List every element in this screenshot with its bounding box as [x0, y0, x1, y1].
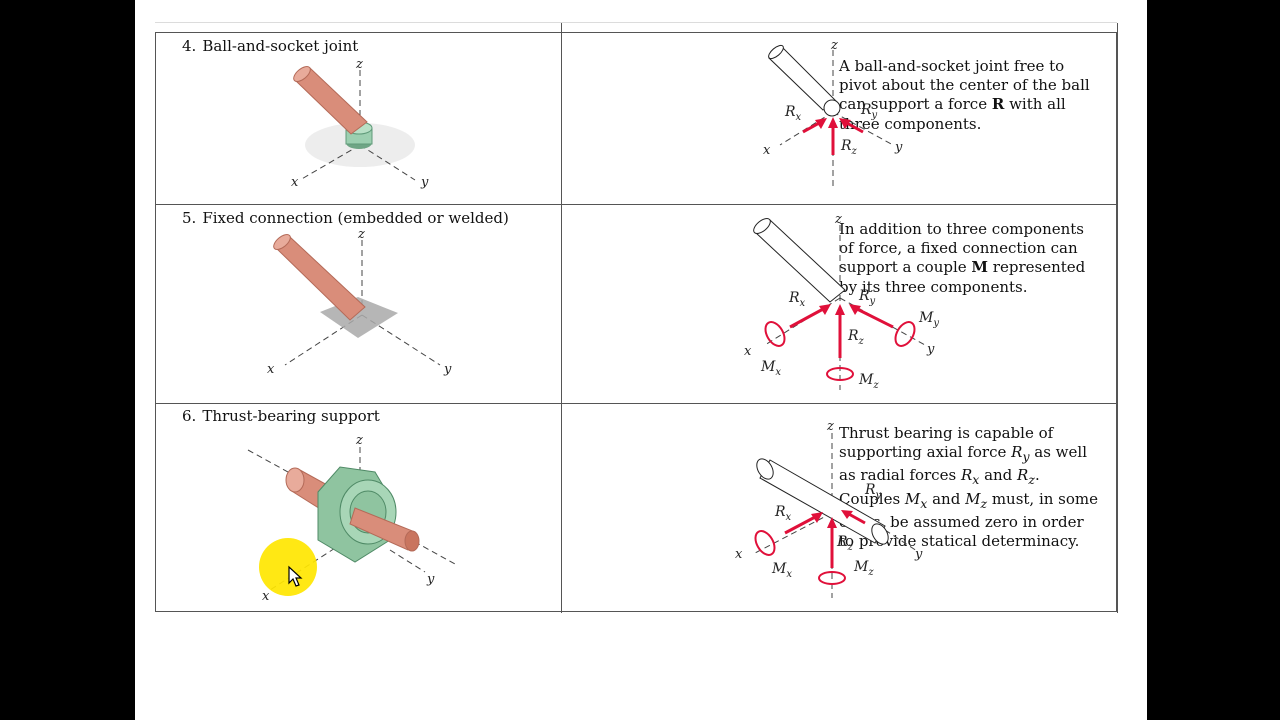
mz-moment — [826, 367, 854, 381]
rz-label: Rz — [840, 138, 858, 157]
ry-label: Ry — [864, 482, 882, 501]
thrust-bearing-illustration: z x y — [247, 433, 456, 604]
rod — [274, 236, 366, 321]
rod-outline — [754, 219, 846, 303]
row-5-title: 5.Fixed connection (embedded or welded) — [182, 209, 509, 227]
rx-label: Rx — [774, 504, 792, 523]
y-axis-label: y — [426, 572, 435, 587]
shaft-front — [349, 507, 416, 551]
rx-label: Rx — [788, 290, 806, 309]
mz-moment — [818, 571, 846, 585]
z-axis-label: z — [826, 419, 834, 434]
column-divider-1 — [561, 23, 562, 613]
x-axis-line — [299, 144, 361, 181]
ry-arrowhead — [841, 510, 853, 519]
rx-arrowhead — [815, 118, 827, 129]
shaft-front-end — [871, 523, 889, 545]
rz-arrowhead — [827, 517, 837, 528]
mx-moment — [754, 530, 776, 556]
fixed-connection-illustration: z x y — [267, 227, 452, 377]
rx-label: Rx — [784, 104, 802, 123]
ball-socket-free-body-diagram: z x y Rx Ry Rz — [763, 38, 903, 190]
y-axis-label: y — [894, 140, 903, 155]
z-axis-label: z — [834, 212, 842, 227]
row-6-description: Thrust bearing is capable of supporting … — [839, 424, 1099, 551]
y-axis-label: y — [443, 362, 452, 377]
ry-label: Ry — [860, 102, 878, 121]
fixed-connection-free-body-diagram: z x y Rx Ry Rz Mx My Mz — [744, 212, 939, 391]
force-arrows — [789, 304, 894, 358]
rx-arrow — [789, 306, 826, 329]
row-6-title: 6.Thrust-bearing support — [182, 407, 380, 425]
x-axis-label: x — [267, 362, 275, 377]
y-axis-label: y — [420, 175, 429, 190]
column-divider-2 — [1117, 23, 1118, 613]
y-axis-label: y — [914, 547, 923, 562]
y-axis-label: y — [926, 342, 935, 357]
document-page: 4.Ball-and-socket joint A ball-and-socke… — [135, 0, 1147, 720]
rod-outline — [768, 47, 838, 111]
mz-label: Mz — [858, 372, 879, 391]
z-axis-label: z — [830, 38, 838, 53]
ry-arrowhead — [849, 304, 861, 315]
cursor-highlight — [259, 538, 317, 596]
mouse-pointer-icon — [288, 565, 303, 587]
rz-label: Rz — [836, 534, 854, 553]
x-axis-label: x — [262, 589, 270, 604]
force-arrows — [784, 510, 866, 568]
y-axis-line — [389, 549, 426, 573]
moment-arrows — [764, 321, 916, 381]
supports-table: 4.Ball-and-socket joint A ball-and-socke… — [155, 23, 1118, 613]
row-4-title: 4.Ball-and-socket joint — [182, 37, 359, 55]
rod-end — [753, 218, 771, 234]
x-axis-label: x — [735, 547, 743, 562]
row-divider-1 — [156, 204, 1116, 205]
top-divider — [155, 22, 1117, 23]
y-axis-line — [884, 529, 918, 552]
z-axis-label: z — [357, 227, 365, 242]
ball — [823, 99, 841, 117]
rz-label: Rz — [847, 328, 865, 347]
rx-arrowhead — [811, 512, 823, 523]
row-4-description: A ball-and-socket joint free to pivot ab… — [839, 57, 1090, 133]
rx-arrow — [784, 514, 818, 535]
z-axis-label: z — [355, 57, 363, 72]
rod-end — [293, 66, 311, 82]
ry-arrow — [854, 306, 894, 329]
rz-arrowhead — [828, 117, 838, 128]
y-axis-line — [832, 111, 894, 146]
shaft-front-end — [404, 530, 420, 552]
mx-label: Mx — [760, 359, 781, 378]
rod-end — [273, 234, 291, 250]
mx-moment — [764, 321, 786, 347]
x-axis-label: x — [744, 344, 752, 359]
x-axis-label: x — [291, 175, 299, 190]
rz-arrowhead — [835, 304, 845, 315]
ry-arrowhead — [839, 118, 851, 129]
row-divider-2 — [156, 403, 1116, 404]
shaft-rear-end — [285, 467, 305, 493]
y-axis-line — [839, 297, 926, 346]
rod-end — [768, 44, 784, 60]
z-axis-label: z — [355, 433, 363, 448]
my-moment — [894, 321, 916, 347]
y-axis-line — [359, 144, 416, 181]
force-arrows — [802, 117, 864, 155]
ball-socket-illustration: z x y — [291, 57, 429, 190]
x-axis-line — [754, 512, 833, 554]
mx-label: Mx — [771, 561, 792, 580]
moment-arrows — [754, 530, 846, 585]
row-5-description: In addition to three components of force… — [839, 220, 1086, 296]
x-axis-label: x — [763, 143, 771, 158]
mz-label: Mz — [853, 559, 874, 578]
thrust-bearing-free-body-diagram: z x y Rx Ry Rz Mx Mz — [735, 419, 923, 598]
rx-arrowhead — [819, 304, 831, 315]
ry-label: Ry — [858, 288, 876, 307]
my-label: My — [918, 310, 939, 329]
shaft-rear-end — [756, 458, 774, 480]
shaft-outline — [759, 459, 886, 544]
